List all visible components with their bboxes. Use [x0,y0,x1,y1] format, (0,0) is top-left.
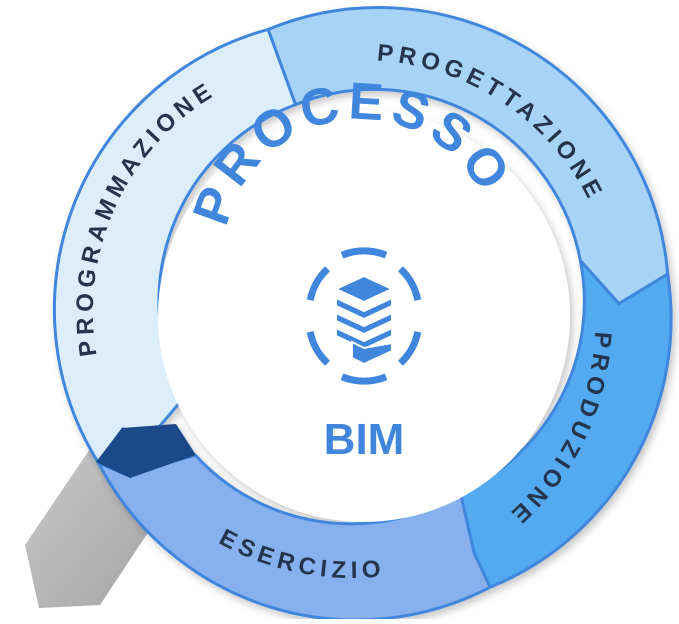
accent-chevron [96,424,196,478]
center-subtitle: BIM [324,415,405,464]
segment-produzione[interactable] [458,259,673,589]
building-layers-icon [306,247,422,385]
segment-progettazione[interactable] [266,6,670,306]
